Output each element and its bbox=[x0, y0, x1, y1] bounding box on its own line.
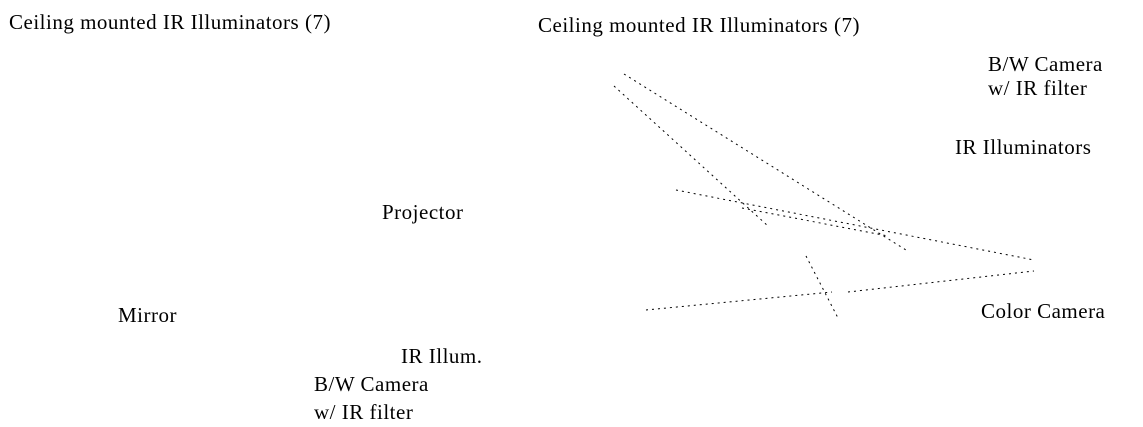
label-ir-filter-top: w/ IR filter bbox=[988, 76, 1088, 100]
label-ceiling-illuminators-left: Ceiling mounted IR Illuminators (7) bbox=[9, 10, 331, 34]
label-color-camera: Color Camera bbox=[981, 299, 1106, 323]
dotted-line-d bbox=[741, 207, 889, 237]
label-projector: Projector bbox=[382, 200, 464, 224]
label-ceiling-illuminators-right: Ceiling mounted IR Illuminators (7) bbox=[538, 13, 860, 37]
dotted-line-f bbox=[847, 270, 1035, 293]
dotted-line-b bbox=[613, 85, 769, 227]
label-bw-camera-bottom: B/W Camera bbox=[314, 372, 429, 396]
label-ir-illum: IR Illum. bbox=[401, 344, 483, 368]
label-ir-illuminators: IR Illuminators bbox=[955, 135, 1092, 159]
label-mirror: Mirror bbox=[118, 303, 177, 327]
dotted-line-e bbox=[645, 291, 833, 311]
label-bw-camera-top: B/W Camera bbox=[988, 52, 1103, 76]
dotted-line-a bbox=[623, 73, 907, 251]
dotted-line-g bbox=[805, 255, 839, 319]
label-ir-filter-bottom: w/ IR filter bbox=[314, 400, 414, 424]
dotted-line-c bbox=[675, 189, 1035, 261]
